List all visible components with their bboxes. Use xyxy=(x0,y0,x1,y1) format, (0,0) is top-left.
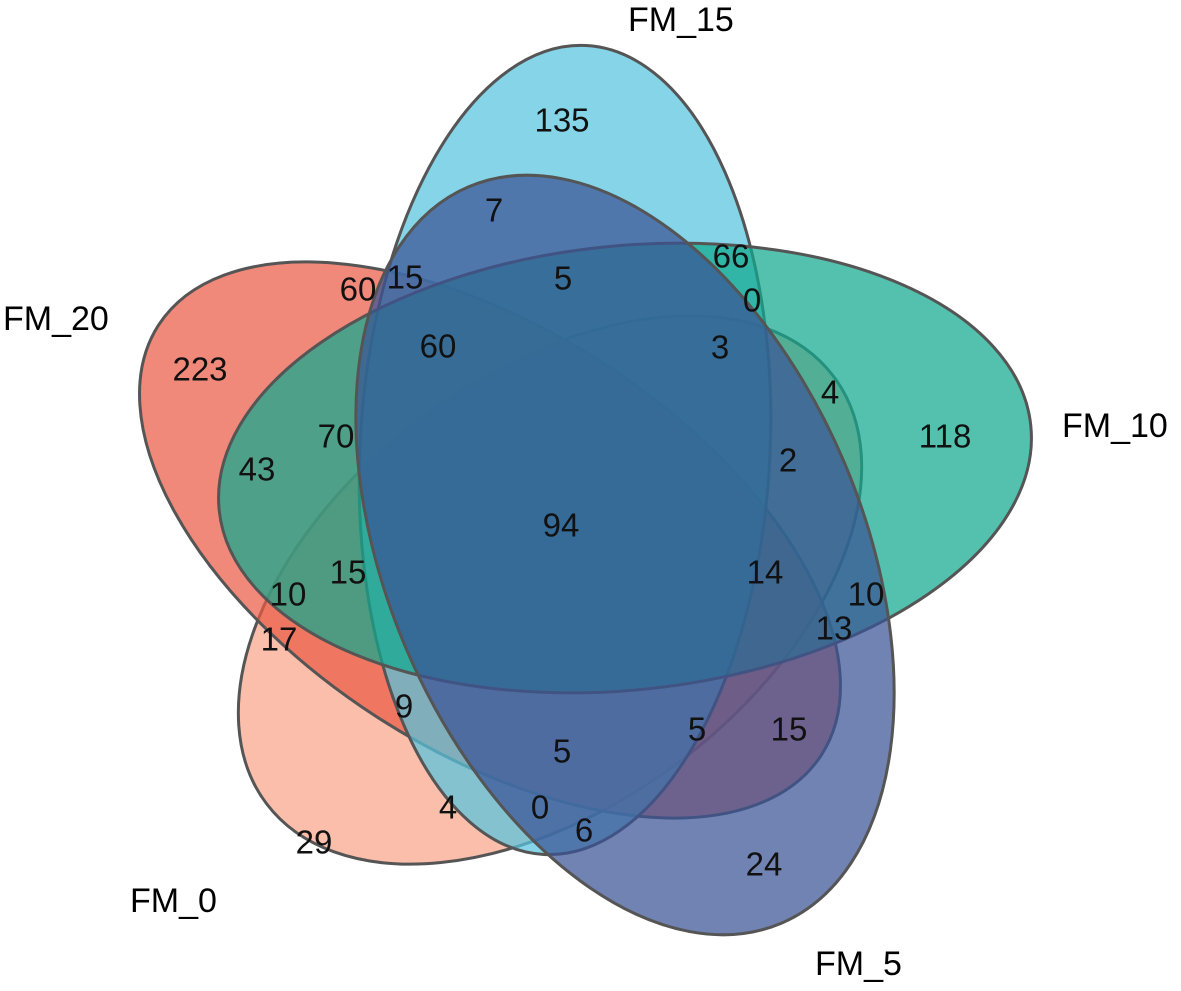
region-count: 5 xyxy=(688,711,706,748)
region-count: 2 xyxy=(779,442,797,479)
region-count: 9 xyxy=(395,688,413,725)
region-count: 5 xyxy=(553,733,571,770)
region-count: 13 xyxy=(816,610,853,647)
region-count: 10 xyxy=(848,576,885,613)
set-label-fm15: FM_15 xyxy=(628,1,734,39)
region-count: 29 xyxy=(296,824,333,861)
region-count: 15 xyxy=(387,259,424,296)
region-count: 43 xyxy=(239,451,276,488)
region-count: 24 xyxy=(746,846,783,883)
set-ellipses xyxy=(138,43,1033,937)
region-count: 14 xyxy=(747,554,784,591)
set-ellipse-fm5 xyxy=(354,173,896,937)
set-label-fm5: FM_5 xyxy=(815,945,902,983)
region-count: 60 xyxy=(420,328,457,365)
set-label-fm10: FM_10 xyxy=(1062,407,1168,445)
region-count: 135 xyxy=(534,102,589,139)
region-count: 17 xyxy=(261,621,298,658)
region-count: 66 xyxy=(713,238,750,275)
region-count: 0 xyxy=(531,789,549,826)
region-count: 4 xyxy=(821,374,839,411)
region-count: 7 xyxy=(485,192,503,229)
set-label-fm0: FM_0 xyxy=(130,882,217,920)
region-count: 94 xyxy=(543,507,580,544)
region-count: 70 xyxy=(318,418,355,455)
region-count: 15 xyxy=(330,554,367,591)
region-count: 223 xyxy=(172,351,227,388)
region-count: 5 xyxy=(554,260,572,297)
region-count: 3 xyxy=(711,329,729,366)
region-count: 118 xyxy=(919,418,972,455)
region-count: 4 xyxy=(439,789,457,826)
region-count: 60 xyxy=(340,271,377,308)
region-count: 0 xyxy=(743,282,761,319)
region-count: 6 xyxy=(575,812,593,849)
set-label-fm20: FM_20 xyxy=(3,300,109,338)
region-count: 10 xyxy=(270,576,307,613)
region-count: 15 xyxy=(771,711,808,748)
